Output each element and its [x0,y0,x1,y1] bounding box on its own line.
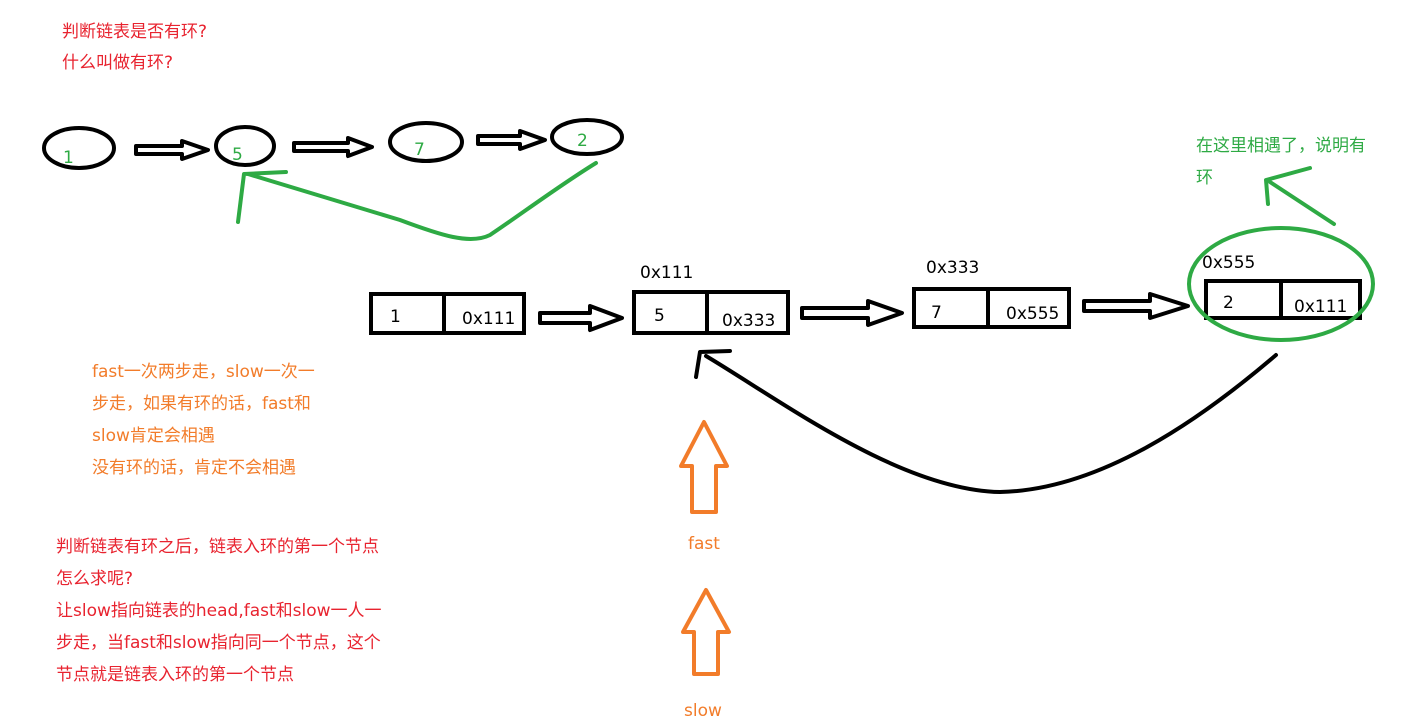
entry-note-line-3: 让slow指向链表的head,fast和slow一人一 [56,601,382,621]
slow-pointer-arrow-icon [681,588,731,676]
entry-note-line-5: 节点就是链表入环的第一个节点 [56,665,294,685]
circle-node-7: 7 [388,121,464,163]
fast-pointer-label: fast [688,534,720,554]
circle-node-2: 2 [550,118,624,156]
entry-note-line-2: 怎么求呢? [56,569,134,589]
circle-node-7-label: 7 [414,140,425,160]
box-node-3: 0x333 7 0x555 [912,258,1071,329]
box-arrow-1 [538,304,624,332]
box-node-1-next: 0x111 [462,309,515,329]
box-node-1: 1 0x111 [369,292,526,335]
box-node-2-next: 0x333 [722,311,775,331]
question-line-2: 什么叫做有环? [62,53,174,73]
circle-arrow-2 [292,136,374,158]
fast-slow-note-line-1: fast一次两步走，slow一次一 [92,362,315,382]
box-arrow-2 [800,299,904,327]
question-line-1: 判断链表是否有环? [62,22,208,42]
box-node-4-addr: 0x555 [1202,253,1255,273]
slow-pointer-label: slow [684,701,722,721]
box-node-4-next: 0x111 [1294,297,1347,317]
box-arrow-3 [1082,292,1190,320]
box-node-2-addr: 0x111 [640,263,693,283]
box-node-2: 0x111 5 0x333 [632,263,790,335]
entry-note-line-1: 判断链表有环之后，链表入环的第一个节点 [56,537,379,557]
circle-arrow-1 [134,139,210,161]
circle-node-5-label: 5 [232,145,243,165]
fast-slow-note-line-3: slow肯定会相遇 [92,426,215,446]
circle-node-2-label: 2 [577,131,588,151]
fast-pointer-arrow-icon [679,420,729,514]
circle-arrow-3 [476,129,547,151]
fast-slow-note-line-4: 没有环的话，肯定不会相遇 [92,458,296,478]
circle-node-1: 1 [42,126,116,170]
box-node-1-value: 1 [390,307,401,327]
meet-note-line-2: 环 [1196,168,1213,188]
circle-node-5: 5 [214,125,276,167]
box-node-3-addr: 0x333 [926,258,979,278]
box-node-4-value: 2 [1223,293,1234,313]
meet-note-line-1: 在这里相遇了，说明有 [1196,136,1366,156]
fast-slow-note-line-2: 步走，如果有环的话，fast和 [92,394,311,414]
box-node-2-value: 5 [654,306,665,326]
box-node-3-value: 7 [931,303,942,323]
box-loop-arrow [694,349,1278,495]
meet-note-arrow [1264,166,1336,226]
box-node-3-next: 0x555 [1006,304,1059,324]
circle-node-1-label: 1 [63,148,74,168]
meet-highlight-ellipse [1187,226,1375,342]
entry-note-line-4: 步走，当fast和slow指向同一个节点，这个 [56,633,381,653]
box-node-4: 0x555 2 0x111 [1202,253,1362,320]
circle-loop-arrow [236,161,598,242]
